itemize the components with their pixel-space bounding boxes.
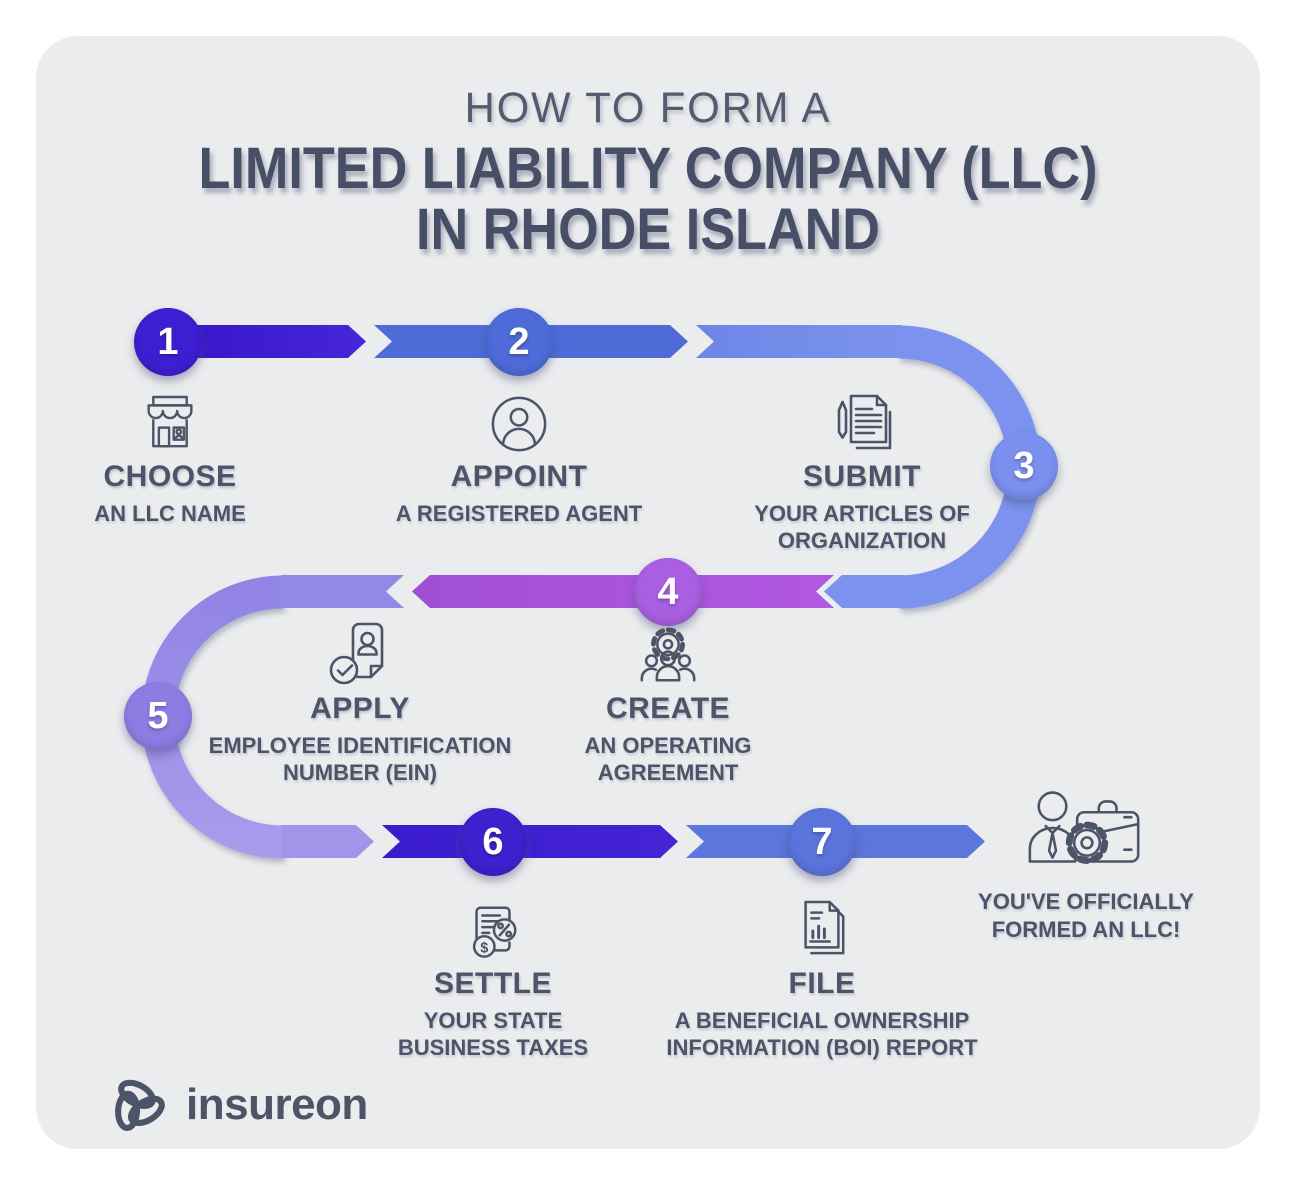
step-title: SUBMIT: [803, 460, 921, 493]
step-number-3: 3: [990, 432, 1058, 500]
header: HOW TO FORM A LIMITED LIABILITY COMPANY …: [0, 84, 1296, 260]
step-3: SUBMIT YOUR ARTICLES OF ORGANIZATION: [712, 386, 1012, 554]
step-5: APPLY EMPLOYEE IDENTIFICATION NUMBER (EI…: [195, 618, 525, 786]
step-title: APPOINT: [450, 460, 588, 493]
brand-wordmark: insureon: [186, 1080, 368, 1129]
step-subtitle: A REGISTERED AGENT: [395, 501, 643, 526]
path-segment-5-bottom: [281, 825, 374, 858]
step-1: CHOOSE AN LLC NAME: [40, 386, 300, 527]
step-number-7: 7: [788, 808, 856, 876]
finale-message: YOU'VE OFFICIALLY FORMED AN LLC!: [978, 889, 1194, 942]
path-segment-3: [696, 325, 902, 358]
documents-pen-icon: [837, 394, 892, 450]
storefront-icon: [147, 395, 193, 448]
page-title-line2: IN RHODE ISLAND: [415, 197, 881, 262]
step-subtitle: AN LLC NAME: [94, 501, 246, 526]
step-4: CREATE AN OPERATING AGREEMENT: [538, 618, 798, 786]
insureon-knot-icon: [115, 1079, 165, 1132]
step-title: FILE: [788, 967, 856, 1000]
step-title: CHOOSE: [103, 460, 237, 493]
step-subtitle: AN OPERATING AGREEMENT: [584, 733, 752, 785]
person-icon: [491, 396, 547, 452]
step-7: FILE A BENEFICIAL OWNERSHIP INFORMATION …: [647, 893, 997, 1061]
step-number-1: 1: [134, 308, 202, 376]
step-6: $ SETTLE YOUR STATE BUSINESS TAXES: [363, 893, 623, 1061]
step-subtitle: EMPLOYEE IDENTIFICATION NUMBER (EIN): [208, 733, 512, 785]
path-segment-4: [412, 575, 834, 608]
step-number-4: 4: [634, 558, 702, 626]
step-2: APPOINT A REGISTERED AGENT: [389, 386, 649, 527]
application-check-icon: [329, 622, 384, 685]
step-number-2: 2: [485, 308, 553, 376]
header-eyebrow: HOW TO FORM A: [464, 84, 832, 132]
boi-report-icon: [804, 900, 845, 955]
path-segment-6: [382, 825, 678, 858]
tax-receipt-icon: $: [472, 906, 517, 958]
page-title-line1: LIMITED LIABILITY COMPANY (LLC): [198, 136, 1098, 201]
step-subtitle: YOUR STATE BUSINESS TAXES: [397, 1008, 589, 1060]
step-number-6: 6: [459, 808, 527, 876]
step-title: SETTLE: [433, 967, 552, 1000]
path-segment-3-return: [824, 575, 904, 608]
path-segment-5-top: [281, 575, 404, 608]
step-subtitle: A BENEFICIAL OWNERSHIP INFORMATION (BOI)…: [666, 1008, 978, 1060]
footer: insureon: [98, 1072, 368, 1138]
step-number-5: 5: [124, 682, 192, 750]
step-subtitle: YOUR ARTICLES OF ORGANIZATION: [754, 501, 970, 553]
step-title: APPLY: [310, 692, 410, 725]
businessman-briefcase-gear-icon: [1028, 791, 1140, 864]
team-gear-icon: [640, 627, 696, 682]
step-title: CREATE: [605, 692, 731, 725]
svg-text:$: $: [480, 940, 488, 956]
finale: YOU'VE OFFICIALLY FORMED AN LLC!: [950, 782, 1222, 944]
